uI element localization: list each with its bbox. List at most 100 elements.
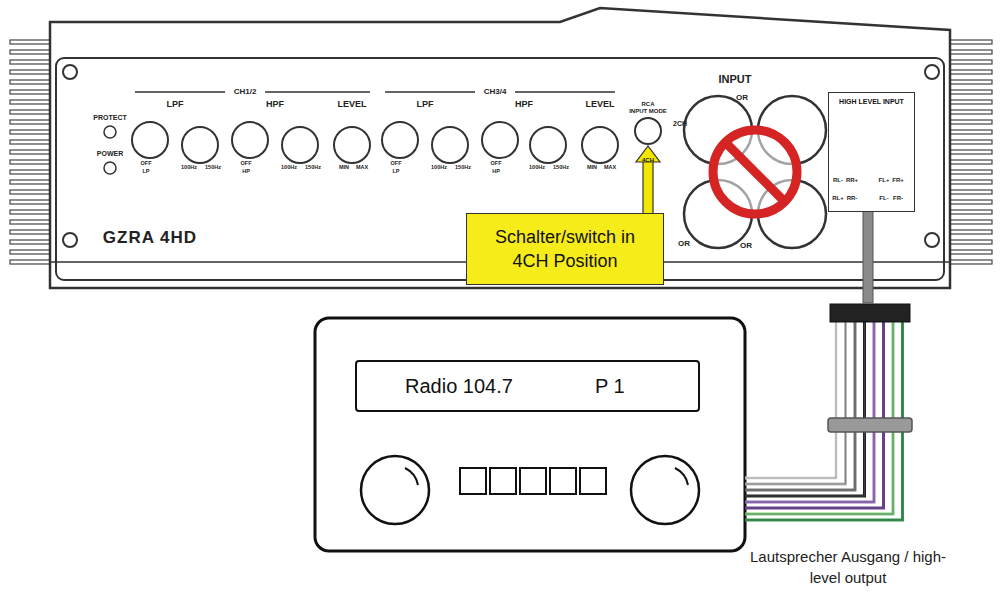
fin — [10, 200, 52, 204]
panel-label: HP — [492, 169, 500, 175]
fin — [10, 180, 52, 184]
panel-label: OFF — [141, 161, 152, 167]
wire — [745, 322, 855, 490]
panel-label: FL- — [878, 195, 889, 201]
fin — [950, 140, 992, 144]
fin — [10, 140, 52, 144]
fin — [950, 170, 992, 174]
wire-outline — [745, 322, 836, 478]
fin — [10, 40, 52, 44]
panel-label: FR- — [892, 195, 904, 201]
fin — [950, 40, 992, 44]
panel-label: OFF — [491, 161, 502, 167]
panel-label: INPUT MODE — [629, 108, 667, 114]
panel-label: LP — [142, 169, 149, 175]
panel-label: MIN — [339, 165, 349, 171]
prohibition-sign — [713, 130, 797, 214]
fin — [10, 160, 52, 164]
fin — [950, 250, 992, 254]
fin — [10, 60, 52, 64]
wire-outline — [745, 322, 874, 502]
fin — [10, 90, 52, 94]
panel-label: OR — [678, 240, 690, 248]
fin — [10, 250, 52, 254]
fin — [950, 230, 992, 234]
panel-label: HPF — [515, 100, 533, 109]
fin — [10, 170, 52, 174]
panel-label: PROTECT — [93, 114, 126, 121]
callout-box: Schalter/switch in 4CH Position — [466, 213, 664, 285]
fin — [950, 180, 992, 184]
fin — [950, 200, 992, 204]
wire — [745, 322, 836, 478]
fin — [950, 160, 992, 164]
wire — [745, 322, 874, 502]
panel-label: LP — [392, 169, 399, 175]
fin — [950, 190, 992, 194]
radio-display: Radio 104.7 P 1 — [355, 360, 700, 412]
panel-label: 100Hz — [529, 165, 545, 171]
fin — [950, 130, 992, 134]
node-text: P 1 — [595, 375, 625, 398]
panel-label: GZRA 4HD — [103, 229, 197, 247]
panel-label: RR- — [846, 195, 859, 201]
control-knobs — [132, 118, 661, 163]
panel-label: OFF — [391, 161, 402, 167]
panel-label: MAX — [604, 165, 616, 171]
panel-label: 150Hz — [455, 165, 471, 171]
fin — [950, 100, 992, 104]
panel-label: 100Hz — [281, 165, 297, 171]
fin — [950, 210, 992, 214]
wire-outline — [745, 322, 865, 496]
amplifier-housing — [50, 8, 950, 288]
panel-label: FL+ — [878, 177, 891, 183]
panel-label: 100Hz — [431, 165, 447, 171]
panel-label: RL+ — [831, 195, 845, 201]
panel-label: LPF — [167, 100, 184, 109]
wire-connector — [830, 304, 910, 322]
wire — [745, 322, 884, 508]
panel-label: OFF — [241, 161, 252, 167]
fin — [950, 50, 992, 54]
node-text: Schalter/switch in 4CH Position — [475, 225, 655, 274]
fin — [950, 150, 992, 154]
wire-outline — [745, 322, 846, 484]
wire-outline — [745, 322, 884, 508]
fin — [10, 230, 52, 234]
node-text: HIGH LEVEL INPUT — [829, 98, 914, 105]
fin — [950, 60, 992, 64]
group-brackets — [135, 91, 615, 92]
fin — [950, 220, 992, 224]
panel-label: POWER — [97, 150, 123, 157]
panel-label: 150Hz — [305, 165, 321, 171]
fin — [950, 110, 992, 114]
led-indicators — [104, 126, 116, 174]
panel-label: OR — [740, 242, 752, 250]
panel-label: LEVEL — [337, 100, 366, 109]
panel-label: CH3/4 — [484, 88, 507, 96]
panel-label: HP — [242, 169, 250, 175]
panel-label: INPUT — [719, 74, 752, 86]
panel-label: RR+ — [845, 177, 859, 183]
fin — [10, 190, 52, 194]
panel-label: RL- — [832, 177, 844, 183]
panel-label: 4CH — [642, 157, 654, 163]
panel-label: 150Hz — [553, 165, 569, 171]
panel-label: CH1/2 — [234, 88, 257, 96]
fin — [10, 70, 52, 74]
fin — [10, 150, 52, 154]
front-panel — [56, 58, 944, 280]
node-text: Radio 104.7 — [405, 375, 513, 398]
panel-label: RCA — [642, 101, 655, 107]
panel-label: 2CH — [673, 120, 687, 127]
panel-label: MIN — [587, 165, 597, 171]
panel-label: 150Hz — [205, 165, 221, 171]
wire — [745, 322, 846, 484]
fin — [950, 120, 992, 124]
wire — [745, 322, 865, 496]
radio-head-unit — [315, 318, 745, 551]
caption-note: Lautsprecher Ausgang / high-level output — [748, 546, 948, 588]
fin — [10, 50, 52, 54]
panel-label: LPF — [417, 100, 434, 109]
panel-label: HPF — [266, 100, 284, 109]
